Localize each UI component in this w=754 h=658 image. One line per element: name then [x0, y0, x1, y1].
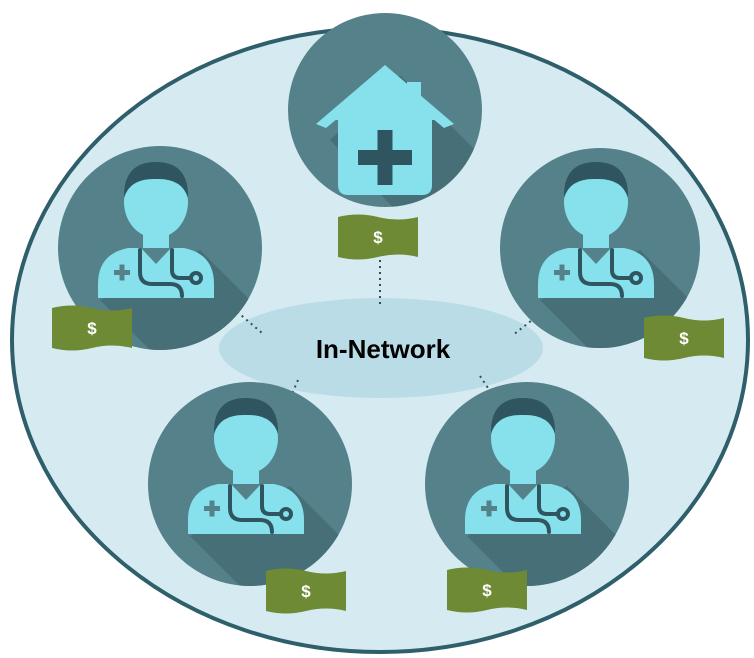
- doctor-node-top-right: $: [500, 148, 724, 361]
- money-label-bottom-right: $: [482, 581, 492, 600]
- money-bill-top-left: $: [52, 305, 132, 351]
- money-bill-top-right: $: [644, 315, 724, 361]
- money-bill-bottom-left: $: [266, 568, 346, 614]
- money-label-top-right: $: [679, 329, 689, 348]
- center-label: In-Network: [316, 334, 451, 364]
- hospital-node: $: [288, 13, 482, 260]
- center-ellipse: [219, 298, 543, 398]
- doctor-node-bottom-left: $: [148, 382, 352, 614]
- money-label-hospital: $: [373, 228, 383, 247]
- hospital-house-icon: [316, 65, 454, 195]
- money-label-bottom-left: $: [301, 582, 311, 601]
- money-bill-bottom-right: $: [447, 567, 527, 613]
- money-bill-hospital: $: [338, 214, 418, 260]
- money-label-top-left: $: [87, 319, 97, 338]
